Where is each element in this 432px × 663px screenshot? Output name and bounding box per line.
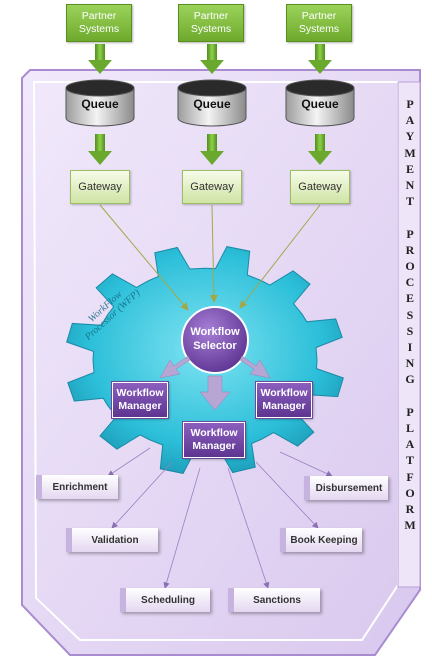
platform-letter: P bbox=[406, 97, 414, 111]
queue-arrows bbox=[88, 134, 332, 165]
selector-arrows bbox=[159, 355, 271, 411]
platform-letter: F bbox=[406, 469, 414, 484]
platform-letter: M bbox=[404, 518, 416, 533]
sanctions-box: Sanctions bbox=[228, 588, 320, 612]
platform-letter: E bbox=[405, 291, 414, 306]
selector-circle bbox=[181, 306, 249, 374]
platform-letter: T bbox=[405, 453, 414, 468]
platform-letter: R bbox=[405, 502, 415, 517]
queue-label-1: Queue bbox=[81, 97, 119, 111]
platform-letter: P bbox=[406, 226, 414, 241]
platform-letter: O bbox=[405, 259, 415, 274]
queue-label-2: Queue bbox=[193, 97, 231, 111]
partner-systems-box-1: Partner Systems bbox=[66, 4, 132, 42]
platform-letter: I bbox=[407, 340, 413, 355]
platform-letter: A bbox=[405, 437, 415, 452]
platform-letter: Y bbox=[405, 129, 415, 144]
platform-letter: P bbox=[406, 404, 414, 419]
platform-letter: T bbox=[405, 194, 414, 209]
book-keeping-box: Book Keeping bbox=[280, 528, 362, 552]
queue-cylinders bbox=[65, 79, 355, 127]
workflow-manager-center: Workflow Manager bbox=[182, 421, 246, 459]
scheduling-box: Scheduling bbox=[120, 588, 210, 612]
platform-letter-gap bbox=[402, 388, 418, 404]
disbursement-box: Disbursement bbox=[304, 476, 388, 500]
workflow-manager-right: Workflow Manager bbox=[255, 381, 313, 419]
workflow-selector-label: Workflow Selector bbox=[190, 326, 240, 352]
platform-letter: N bbox=[405, 356, 415, 371]
partner-systems-box-3: Partner Systems bbox=[286, 4, 352, 42]
workflow-manager-left: Workflow Manager bbox=[111, 381, 169, 419]
partner-arrows bbox=[88, 44, 332, 74]
enrichment-box: Enrichment bbox=[36, 475, 118, 499]
partner-systems-box-2: Partner Systems bbox=[178, 4, 244, 42]
gateway-connectors bbox=[99, 204, 321, 311]
platform-letter: M bbox=[404, 145, 416, 160]
platform-letter: S bbox=[406, 323, 414, 338]
gateway-box-1: Gateway bbox=[70, 170, 130, 204]
gateway-box-3: Gateway bbox=[290, 170, 350, 204]
validation-box: Validation bbox=[66, 528, 158, 552]
platform-letter: G bbox=[405, 372, 415, 387]
platform-side-strip bbox=[397, 81, 421, 588]
platform-letter: N bbox=[405, 178, 415, 193]
platform-letter: L bbox=[405, 421, 414, 436]
platform-letter-gap bbox=[402, 209, 418, 225]
platform-letter: A bbox=[405, 113, 415, 128]
function-connectors bbox=[107, 447, 333, 589]
platform-letter: S bbox=[406, 307, 414, 322]
platform-letter: E bbox=[405, 161, 414, 176]
platform-letter: C bbox=[405, 275, 415, 290]
platform-letter: R bbox=[405, 242, 415, 257]
queue-label-3: Queue bbox=[301, 97, 339, 111]
gateway-box-2: Gateway bbox=[182, 170, 242, 204]
platform-letter: O bbox=[405, 485, 415, 500]
